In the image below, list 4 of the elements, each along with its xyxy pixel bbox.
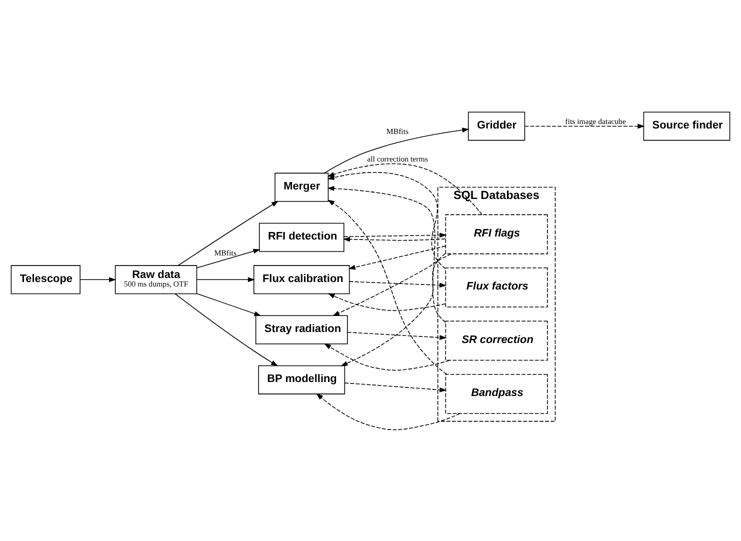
edge-label: all correction terms — [367, 154, 428, 163]
edge-label: MBfits — [386, 126, 409, 136]
edge-label: fits image datacube — [565, 116, 626, 126]
edge-label: MBfits — [214, 248, 236, 257]
